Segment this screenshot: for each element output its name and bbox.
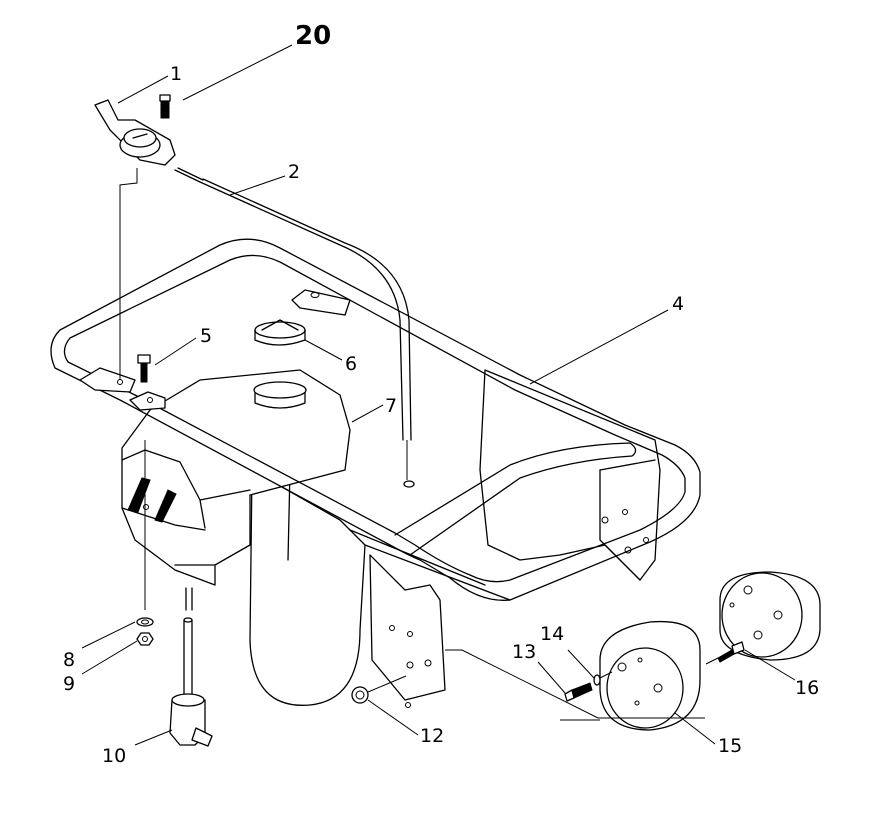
- rubber-foot-15: [599, 620, 701, 731]
- screw-13: [564, 682, 593, 702]
- throttle-cable: [199, 178, 415, 488]
- nut-12: [351, 686, 369, 704]
- callout-6: 6: [345, 353, 357, 375]
- callout-7: 7: [385, 395, 397, 417]
- callout-2: 2: [288, 161, 300, 183]
- callout-4: 4: [672, 293, 684, 315]
- filler-cap: [254, 319, 306, 346]
- throttle-screw: [159, 94, 171, 119]
- callout-20: 20: [295, 21, 331, 51]
- front-bracket: [369, 554, 446, 708]
- screw-16: [705, 641, 745, 665]
- mounting-bolt: [137, 354, 151, 383]
- callout-15: 15: [718, 735, 742, 757]
- callout-14: 14: [540, 623, 564, 645]
- callout-12: 12: [420, 725, 444, 747]
- callout-9: 9: [63, 673, 75, 695]
- rubber-foot-16: [719, 571, 821, 661]
- throttle-lever: [94, 99, 204, 183]
- callout-10: 10: [102, 745, 126, 767]
- center-support: [249, 469, 366, 706]
- washer-14: [593, 674, 601, 686]
- fuel-valve: [169, 617, 213, 747]
- fuel-tank: [121, 369, 351, 611]
- callout-13: 13: [512, 641, 536, 663]
- callout-16: 16: [795, 677, 819, 699]
- callout-5: 5: [200, 325, 212, 347]
- lock-washer: [136, 617, 154, 627]
- main-frame: [50, 238, 701, 601]
- hex-nut: [136, 632, 154, 646]
- right-support-bracket: [479, 369, 661, 581]
- leader-lines: [81, 44, 796, 746]
- callout-8: 8: [63, 649, 75, 671]
- callout-1: 1: [170, 63, 182, 85]
